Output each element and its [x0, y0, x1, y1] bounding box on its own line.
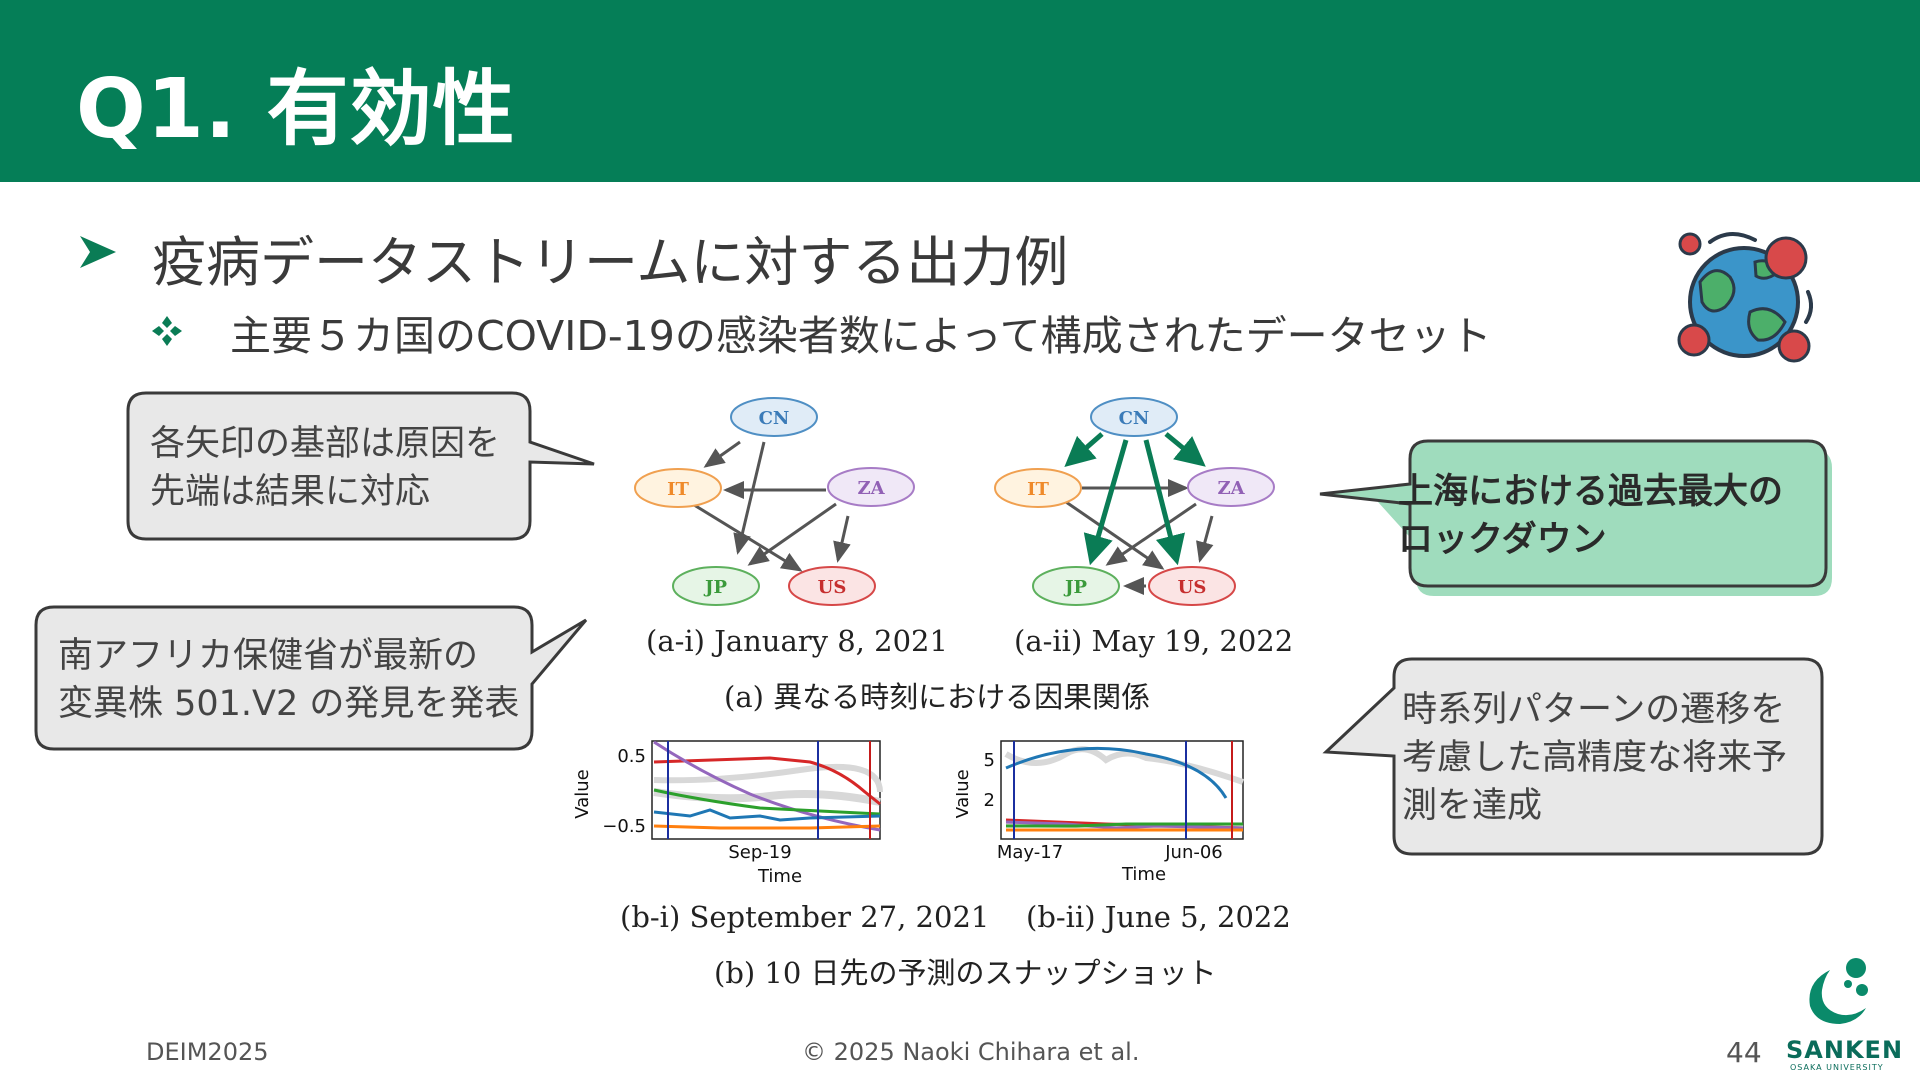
y-tick-label: 5 [984, 750, 995, 771]
svg-text:CN: CN [1119, 408, 1150, 429]
y-tick-label: −0.5 [602, 816, 646, 837]
callout-arrow-meaning [126, 391, 595, 541]
graph-node-us: US [1148, 566, 1236, 606]
footer-copyright: © 2025 Naoki Chihara et al. [802, 1038, 1140, 1066]
graph-node-za: ZA [827, 467, 915, 507]
line-series [653, 740, 881, 832]
forecast-plot-b-ii: 5 2 May-17 Jun-06 Time Value [956, 740, 1244, 885]
graph-node-it: IT [994, 468, 1082, 508]
graph-node-cn: CN [730, 397, 818, 437]
caption-b: (b) 10 日先の予測のスナップショット [714, 956, 1217, 990]
svg-text:ZA: ZA [857, 478, 885, 499]
graph-node-za: ZA [1187, 467, 1275, 507]
virus-globe-icon [1677, 232, 1813, 363]
svg-text:JP: JP [1063, 577, 1088, 598]
callout-za-variant-text: 南アフリカ保健省が最新の 変異株 501.V2 の発見を発表 [58, 636, 520, 724]
graph-node-jp: JP [672, 566, 760, 606]
y-axis-label: Value [572, 769, 593, 818]
x-tick-label: Jun-06 [1164, 842, 1223, 863]
y-tick-label: 0.5 [617, 746, 646, 767]
graph-node-it: IT [634, 468, 722, 508]
diamond-bullet-icon [152, 316, 182, 346]
svg-text:IT: IT [1027, 479, 1049, 500]
svg-text:CN: CN [759, 408, 790, 429]
sanken-logo-icon [1809, 958, 1868, 1024]
caption-a-ii: (a-ii) May 19, 2022 [1014, 624, 1294, 658]
caption-a: (a) 異なる時刻における因果関係 [724, 680, 1151, 714]
svg-text:IT: IT [667, 479, 689, 500]
svg-text:ZA: ZA [1217, 478, 1245, 499]
causal-graph-a-i: CN IT ZA JP US [634, 397, 915, 606]
svg-text:US: US [1178, 577, 1207, 598]
callout-prediction-accuracy [1322, 657, 1824, 856]
callout-prediction-accuracy-text: 時系列パターンの遷移を 考慮した高精度な将来予 測を達成 [1402, 690, 1788, 826]
caption-a-i: (a-i) January 8, 2021 [646, 624, 948, 658]
slide-title: Q1. 有効性 [76, 62, 516, 157]
x-axis-label: Time [757, 866, 802, 887]
logo-subtext: OSAKA UNIVERSITY [1790, 1063, 1884, 1072]
forecast-plot-b-i: 0.5 −0.5 Sep-19 Time Value [572, 740, 883, 887]
causal-graph-a-ii: CN IT ZA JP US [994, 397, 1275, 606]
x-tick-label: May-17 [997, 842, 1063, 863]
caption-b-i: (b-i) September 27, 2021 [620, 900, 990, 934]
page-number: 44 [1726, 1036, 1762, 1069]
x-tick-label: Sep-19 [728, 842, 791, 863]
graph-node-us: US [788, 566, 876, 606]
logo-text: SANKEN [1786, 1036, 1904, 1064]
x-axis-label: Time [1121, 864, 1166, 885]
title-bar: Q1. 有効性 [0, 0, 1920, 182]
callout-za-variant [34, 605, 588, 751]
callout-arrow-meaning-text: 各矢印の基部は原因を 先端は結果に対応 [150, 424, 501, 512]
bullet-main: 疫病データストリームに対する出力例 [152, 231, 1069, 294]
arrow-bullet-icon [80, 236, 116, 268]
svg-text:JP: JP [703, 577, 728, 598]
y-tick-label: 2 [984, 790, 995, 811]
footer-conference: DEIM2025 [146, 1038, 269, 1066]
callout-shanghai-lockdown-text: 上海における過去最大の ロックダウン [1398, 472, 1784, 560]
graph-node-jp: JP [1032, 566, 1120, 606]
bullet-sub: 主要５カ国のCOVID-19の感染者数によって構成されたデータセット [230, 312, 1492, 360]
y-axis-label: Value [956, 769, 973, 818]
caption-b-ii: (b-ii) June 5, 2022 [1026, 900, 1291, 934]
callout-shanghai-lockdown [1319, 439, 1832, 596]
svg-text:US: US [818, 577, 847, 598]
graph-node-cn: CN [1090, 397, 1178, 437]
